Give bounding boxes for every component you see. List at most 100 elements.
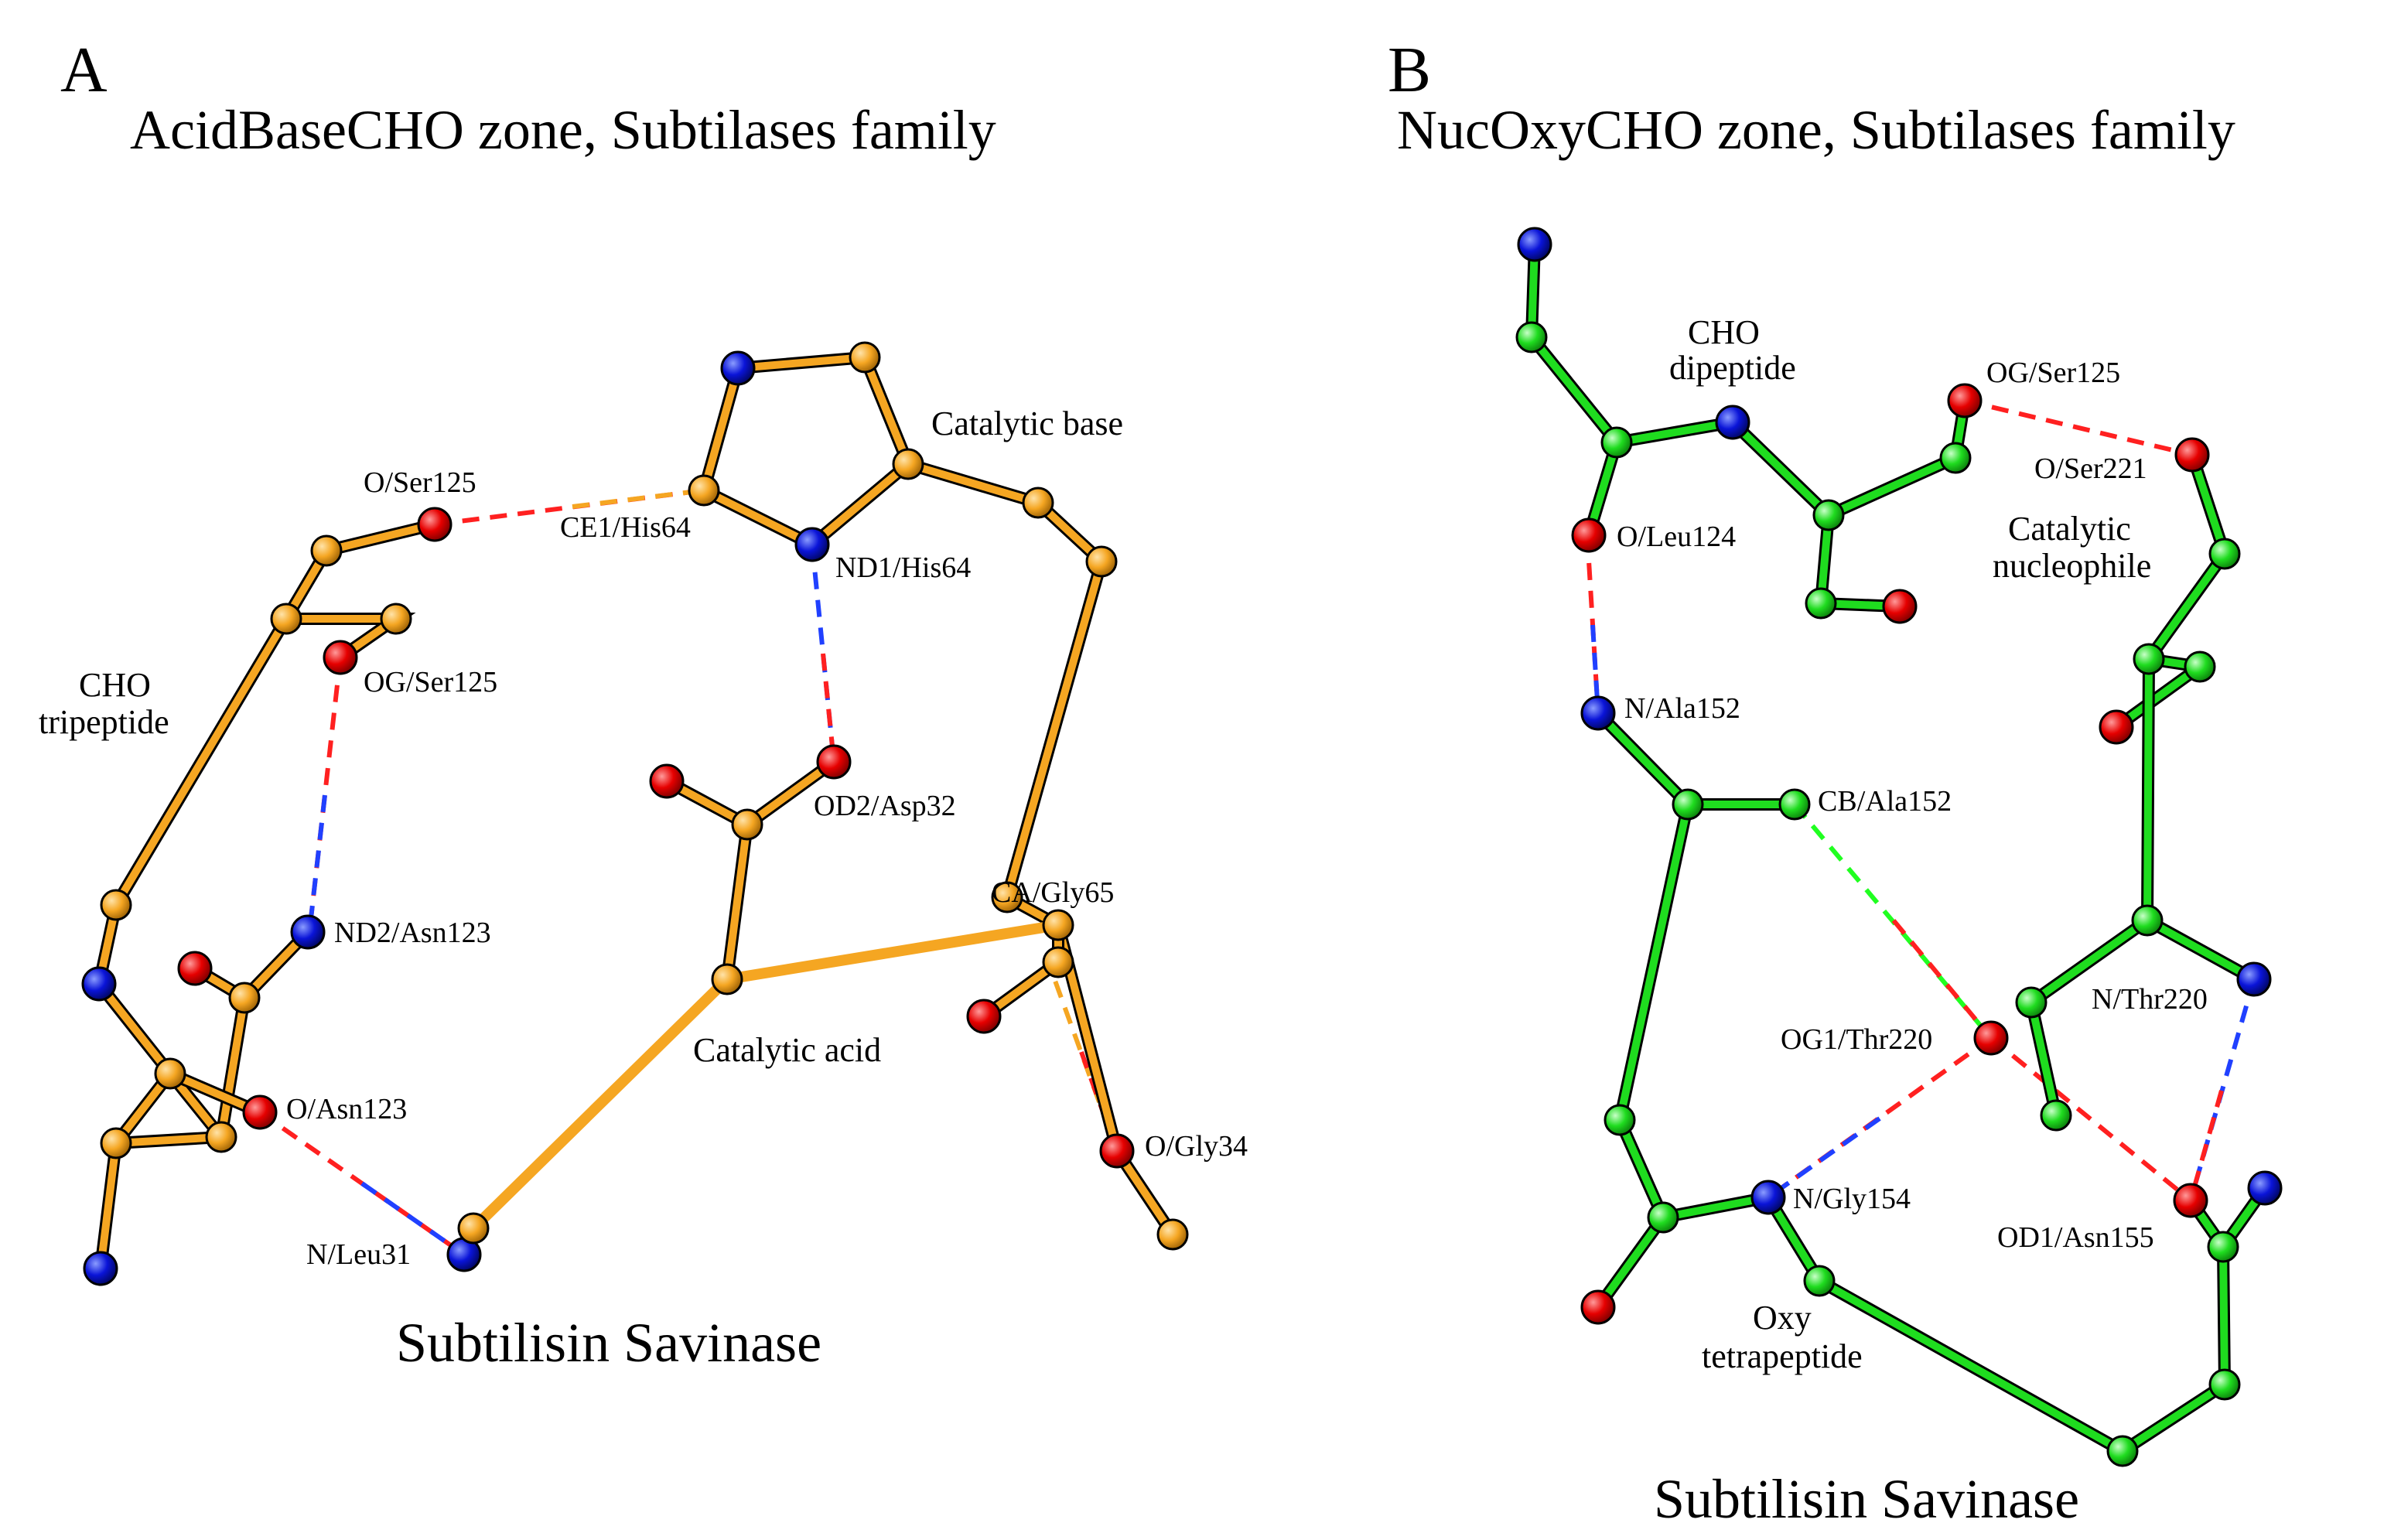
- atom-b-od1-asn155: [2173, 1183, 2208, 1218]
- atom-b-c1: [1515, 321, 1548, 353]
- label-b-o-leu124: O/Leu124: [1617, 521, 1736, 553]
- atom-b-n-dipeptide: [1715, 405, 1750, 440]
- bond-ala152-fill: [1594, 709, 1798, 808]
- label-b-o-ser221: O/Ser221: [2034, 452, 2147, 485]
- atom-a-c-his-chain1: [1022, 487, 1054, 519]
- hbond-n-thr220-od1-asn155: [2188, 978, 2256, 1201]
- label-a-cho-line1: CHO: [79, 666, 151, 704]
- atom-a-og-ser125: [323, 640, 358, 675]
- atom-a-c7: [205, 1121, 237, 1153]
- hbond-og1-thr220-n-gly154-blue: [1767, 1116, 1881, 1200]
- atom-a-n-his-ring: [720, 350, 756, 386]
- atom-b-o-leu124: [1571, 517, 1607, 553]
- atom-b-cb-ala152: [1778, 788, 1811, 821]
- panel-b-hydrogen-bonds: [1585, 398, 2256, 1203]
- label-a-catalytic-acid: Catalytic acid: [693, 1031, 881, 1069]
- atom-a-c3: [380, 603, 412, 635]
- atom-a-ca-gly65: [1042, 909, 1074, 941]
- label-a-nd1-his64: ND1/His64: [835, 551, 971, 584]
- atom-b-o-dipeptide: [1882, 589, 1918, 624]
- panel-b-atoms: [1515, 227, 2283, 1467]
- atom-b-o-ser221-side: [2099, 709, 2134, 745]
- label-a-cho-line2: tripeptide: [39, 703, 169, 741]
- atom-a-nd2-asn123: [290, 914, 326, 950]
- bond-his64-ring-fill: [700, 353, 914, 549]
- atom-b-og1-thr220: [1973, 1020, 2009, 1056]
- atom-b-c9: [2131, 904, 2164, 937]
- label-b-og1-thr220: OG1/Thr220: [1781, 1023, 1932, 1056]
- panel-b-bonds: [1525, 238, 2271, 1459]
- label-b-og-ser125: OG/Ser125: [1986, 357, 2120, 389]
- hbond-o-ser125-ce1-his64-near: [572, 488, 705, 509]
- atom-a-c-his-ring2: [892, 448, 924, 480]
- atom-b-c4: [1939, 442, 1972, 474]
- bond-ser221-down-fill: [2027, 655, 2153, 1119]
- hbond-nd1-od2: [810, 544, 836, 763]
- atom-a-ca-asp32: [711, 963, 743, 995]
- panel-a-labels: O/Ser125 CE1/His64 ND1/His64 OG/Ser125 O…: [39, 405, 1248, 1271]
- atom-a-c5: [154, 1057, 186, 1090]
- atom-a-c-gly65-1: [991, 881, 1023, 913]
- hbond-o-leu124-n-ala152-blue: [1590, 624, 1600, 714]
- bond-ser-o-fill: [323, 521, 439, 555]
- atom-b-c5: [1805, 587, 1837, 620]
- atom-a-o1: [177, 951, 213, 986]
- atom-a-c-gly65-2: [1042, 946, 1074, 978]
- atom-a-c-gly34: [1156, 1218, 1189, 1251]
- hbond-og1-thr220-od1-asn155: [1989, 1036, 2192, 1203]
- atom-b-c11: [2040, 1099, 2072, 1132]
- label-a-ca-gly65: CA/Gly65: [992, 876, 1114, 909]
- panel-b-labels: OG/Ser125 O/Ser221 O/Leu124 N/Ala152 CB/…: [1617, 313, 2208, 1375]
- panel-a-bonds: [92, 350, 1179, 1275]
- atom-b-c17: [2208, 1368, 2241, 1401]
- hbond-og-ser125-nd2-blue: [307, 794, 327, 933]
- atom-a-c2: [270, 603, 302, 635]
- atom-a-n2: [83, 1251, 118, 1286]
- atom-a-nd1-his64: [794, 527, 830, 562]
- panel-b-title: NucOxyCHO zone, Subtilases family: [1397, 99, 2235, 161]
- label-a-o-ser125: O/Ser125: [364, 466, 476, 499]
- bond-ca-trace: [468, 920, 1064, 1234]
- label-a-nd2-asn123: ND2/Asn123: [334, 917, 491, 949]
- atom-a-c6: [100, 1127, 132, 1159]
- atom-b-o-ser221: [2174, 437, 2210, 473]
- atom-a-c-asp: [731, 808, 763, 841]
- atom-a-o-asp-1: [649, 763, 685, 799]
- label-b-nucleophile-line2: nucleophile: [1993, 547, 2151, 585]
- bond-thr220-n-fill: [2143, 917, 2258, 983]
- atom-a-c4: [100, 889, 132, 921]
- atom-a-c-his-chain2: [1085, 545, 1118, 578]
- atom-a-ce1-his64: [688, 474, 720, 507]
- hbond-og-ser125-o-ser221: [1964, 398, 2193, 457]
- panel-b-letter: B: [1388, 34, 1431, 106]
- hbond-n-thr220-od1-asn155-red: [2188, 1090, 2224, 1201]
- bond-gly-o-fill: [1594, 1214, 1667, 1311]
- panel-a-letter: A: [60, 34, 108, 106]
- label-b-n-thr220: N/Thr220: [2092, 983, 2208, 1016]
- atom-a-c1: [310, 534, 343, 567]
- atom-a-o-gly34: [1099, 1133, 1135, 1169]
- atom-a-c-his-ring1: [849, 341, 881, 374]
- atom-b-n-thr220: [2236, 961, 2272, 997]
- atom-b-o-gly: [1580, 1289, 1616, 1325]
- hbond-cb-ala152-og1-thr220-red: [1891, 919, 1993, 1040]
- label-b-nucleophile-line1: Catalytic: [2008, 510, 2131, 548]
- label-a-ce1-his64: CE1/His64: [560, 511, 691, 544]
- atom-b-n-ala152: [1580, 695, 1616, 731]
- atom-b-n-top: [1517, 227, 1552, 262]
- atom-b-c6: [2208, 538, 2241, 570]
- atom-b-og-ser125: [1947, 383, 1983, 418]
- atom-b-c3: [1812, 499, 1845, 531]
- label-b-cho-line2: dipeptide: [1669, 349, 1796, 387]
- label-b-cho-line1: CHO: [1688, 313, 1760, 351]
- atom-b-c7: [2133, 643, 2165, 675]
- atom-a-c-leu31: [457, 1212, 490, 1245]
- panel-a-title: AcidBaseCHO zone, Subtilases family: [130, 99, 996, 161]
- label-b-oxy-line1: Oxy: [1753, 1299, 1812, 1337]
- label-a-od2-asp32: OD2/Asp32: [814, 790, 956, 822]
- atom-b-c8: [2184, 650, 2216, 683]
- panel-a: A AcidBaseCHO zone, Subtilases family: [39, 34, 1248, 1374]
- atom-b-c16: [2106, 1435, 2139, 1467]
- label-b-n-gly154: N/Gly154: [1793, 1183, 1911, 1215]
